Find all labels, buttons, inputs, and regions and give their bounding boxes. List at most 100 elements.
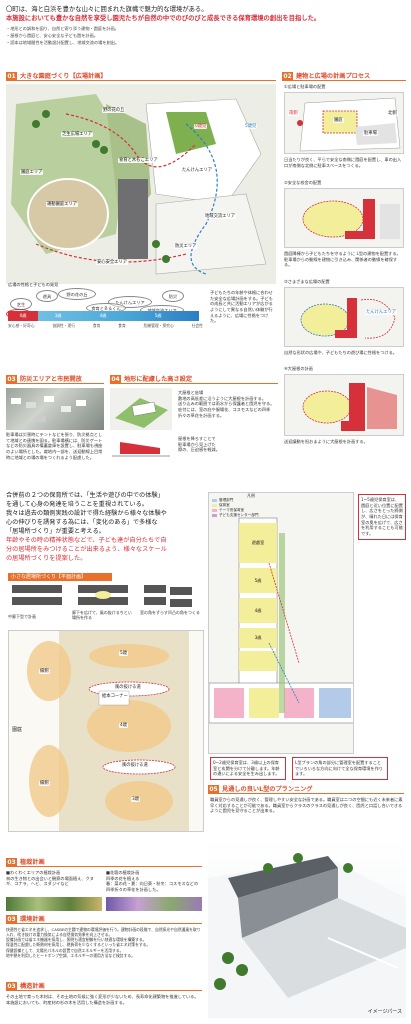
- plan-3yo: 3歳: [131, 797, 141, 803]
- age-seg-4: 4歳: [99, 313, 107, 318]
- sec04-header: 04 地形に配慮した高さ設定: [110, 375, 278, 384]
- sec03a-header: 03 防災エリアと市民開放: [6, 375, 104, 384]
- sec01-header: 01 大きな園庭づくり【広場計画】: [6, 72, 276, 81]
- mini-diagrams: [8, 583, 202, 615]
- sec05-red-2: 分の居場所をみつけることが出来るよう、様々なスケール: [6, 545, 167, 553]
- room-3yo: 3歳: [254, 635, 262, 641]
- step3-text: 自然な形状の広場や、子どもたちの遊び場に性格をつける。: [284, 350, 397, 355]
- plan-right-note: 1~5歳児保育室は、園庭と近い位置に配置し、広さをとった締側が、晴れた日には保育…: [358, 494, 406, 540]
- mini-label-2: 廊下を広げて、風の抜けるちとい場所を作る: [72, 610, 132, 620]
- planting-right: ■花壇の植栽計画 四季の花を植える 春：菜の花・夏：向日葵・秋冬：コスモスなどの…: [106, 870, 202, 893]
- age-seg-0: 0歳: [8, 311, 38, 321]
- room-playroom: 遊戯室: [251, 540, 265, 546]
- intro-subtitle: 本施設においても豊かな自然を享受し園児たちが自然の中でのびのびと成長できる保育環…: [6, 15, 321, 22]
- sec03b-title: 植栽計画: [20, 859, 45, 866]
- sec05-intro-2: を通して心身の発達を培うことを重視されている。: [6, 500, 148, 508]
- step3-walk: たんけんエリア: [365, 310, 398, 316]
- mini-label-1: 中廊下型で計画: [8, 614, 36, 619]
- planting-left-2: 林の生き物との出会いと観察の場面植え、クヌギ、コナラ、ヘビ、スダジイなど: [6, 875, 94, 887]
- label-community-area: 地域交流エリア: [204, 214, 237, 220]
- plan-wind-1: 風の抜ける道: [114, 685, 142, 691]
- sec05-red-3: の居場所づくりを提案した。: [6, 554, 87, 562]
- step2-svg: [302, 199, 400, 239]
- plan-5yo: 5歳: [119, 651, 129, 657]
- roof-diagram: [110, 436, 172, 458]
- sec04-title: 地形に配慮した高さ設定: [124, 376, 193, 383]
- floor-plan-svg: [209, 493, 353, 753]
- sec05-intro-1: 合併前の２つの保育所では、「生活や遊びの中での体験」: [6, 492, 164, 499]
- oval-disaster: 防災: [162, 290, 184, 302]
- label-garden-area: 園庭エリア: [20, 170, 44, 176]
- sec02-title: 建物と広場の計画プロセス: [296, 73, 371, 80]
- legend-4: 子ども支援センター部門: [219, 513, 259, 517]
- sec05-intro: 合併前の２つの保育所では、「生活や遊びの中での体験」 を通して心身の発達を培うこ…: [6, 492, 202, 564]
- sec05-red-1: 年齢やその時の精神状態などで、子ども達が自分たちで自: [6, 536, 167, 544]
- step3-head: ③さまざまな広場の配置: [284, 279, 330, 284]
- step3-svg: [300, 298, 396, 339]
- sec01-number: 01: [6, 72, 17, 81]
- age-bar: 0歳 3歳 4歳 5歳: [8, 311, 199, 321]
- sec04-number: 04: [110, 375, 121, 384]
- step1-south: 南側: [288, 111, 299, 117]
- sec01-note: 子どもたちの年齢や体格に合わせた安全な広場計画をする。子どもの成長と共に活動エリ…: [210, 290, 273, 324]
- step1-head: ①広場と駐車場の配置: [284, 84, 326, 89]
- sec03a-number: 03: [6, 375, 17, 384]
- planting-right-2: 四季の花を植える: [106, 875, 140, 881]
- mini-label-3: 室の角をずらす凹凸の角をつくる: [140, 610, 200, 615]
- planting-left-1: ■わくわくエリアの植栽計画: [6, 870, 61, 875]
- label-walk-area: たんけんエリア: [181, 168, 214, 174]
- intro-bullet-3: ・読本は地域間性を活動設計配置し、地域交流の場を創出。: [6, 40, 120, 45]
- step1-text: 日当たりが良く、平らで安全な南側に園庭を配置し、車の出入口が南側な北側に駐車スペ…: [284, 157, 402, 168]
- label-sports-area: 運動園庭エリア: [46, 202, 79, 208]
- plan-hall: 絵本コーナー: [101, 694, 129, 700]
- oval-play: 遊具: [36, 290, 58, 302]
- sec01-subheading: 広場の性格と子どもの発見: [8, 282, 59, 287]
- section-diagram-svg: [115, 398, 168, 428]
- age-seg-5: 5歳: [154, 313, 162, 318]
- plan-note-right: L型プランの角の部分に管理室を配置することでいろいろな方向に向けて全な保育環境を…: [292, 757, 388, 781]
- sec03a-title: 防災エリアと市民開放: [20, 376, 82, 383]
- sec03d-number: 03: [6, 982, 17, 991]
- bottom-3: 食育: [92, 323, 101, 328]
- sec04-text2: 屋根を降ろすことで 駐車場から見上げた 際の、圧迫感を軽減。: [178, 436, 220, 453]
- intro-title: 〇町は、海と白浜を豊かな山々に囲まれた旗幟で魅力的な環境がある。: [6, 6, 208, 13]
- label-lawn-area: 芝生広場エリア: [61, 132, 94, 138]
- parking-photo-svg: [11, 396, 86, 422]
- bottom-4: 食育: [118, 323, 126, 328]
- plan-wind-2: 風の抜ける道: [121, 763, 149, 769]
- sec03a-text: 駐車場は災害時にテントなどを張り、防災拠点として地域との連携を図る。駐車場横には…: [6, 432, 103, 460]
- mini-title: 小さな居場所づくり【平面計画】: [8, 573, 112, 581]
- sec02-number: 02: [282, 72, 293, 81]
- sec05-title: 見通しの良いL型のプランニング: [222, 786, 313, 793]
- plan-note-left: 0~2歳児保育室は、3歳以上の保育室と玄関を分けて分離します。年齢の違いによる安…: [210, 757, 286, 781]
- room-4yo: 4歳: [254, 607, 262, 613]
- site-plan-map: 芝生広場エリア 野の花の丘 食育と木もこエリア 園庭エリア 運動園庭エリア たん…: [6, 84, 276, 284]
- step1-yard: 園庭: [333, 118, 344, 124]
- plan-garden: 園庭: [11, 727, 24, 734]
- step4-diagram: [284, 374, 404, 436]
- sec05-intro-5: 「居場所づくり」が重要と考える。: [6, 527, 105, 535]
- enlarged-plan-svg: [27, 631, 189, 831]
- sec05-intro-4: 心の伸びりを誘発する為には、「変化のある」で多様な: [6, 518, 158, 526]
- mini-diagrams-svg: [12, 585, 192, 607]
- site-plan-drawing: [6, 84, 276, 284]
- label-forest-hill: 野の花の丘: [102, 108, 126, 114]
- bottom-2: 協調性・運行: [52, 323, 76, 328]
- sec05-number: 05: [208, 785, 219, 794]
- step2-head: ②安全な校舎の配置: [284, 180, 322, 185]
- age-seg-3: 3歳: [54, 313, 62, 318]
- room-5yo: 5歳: [254, 577, 262, 583]
- planting-right-3: 春：菜の花・夏：向日葵・秋冬：コスモスなどの四季折々の草花を計画した。: [106, 881, 199, 893]
- age-bottom-row: 安心感・好奇心 協調性・運行 食育 食育 危機管理・探究心 社会性: [8, 323, 203, 329]
- step4-svg: [302, 383, 397, 431]
- label-age-to: 5歳児: [244, 124, 258, 130]
- sec05-flow-text: 職員室からの見通しが良く、管理しやすい安全な計画である。職員室は二つの空間にも近…: [210, 797, 403, 814]
- label-food-area: 食育と木もこエリア: [118, 158, 159, 164]
- image-caption: イメージパース: [367, 1008, 402, 1015]
- plan-shrine-2: 縁側: [39, 781, 50, 787]
- enlarged-plan: 園庭 縁側 縁側 5歳 風の抜ける道 絵本コーナー 4歳 風の抜ける道 3歳: [8, 630, 204, 832]
- sec03c-number: 03: [6, 915, 17, 924]
- sec03d-header: 03 構造計画: [6, 982, 202, 991]
- step3-diagram: たんけんエリア: [284, 287, 404, 347]
- sec03d-text: その土地で育った木材は、その土地の気候に強く変形が少ないため、長寿命化建築物を推…: [6, 994, 199, 1005]
